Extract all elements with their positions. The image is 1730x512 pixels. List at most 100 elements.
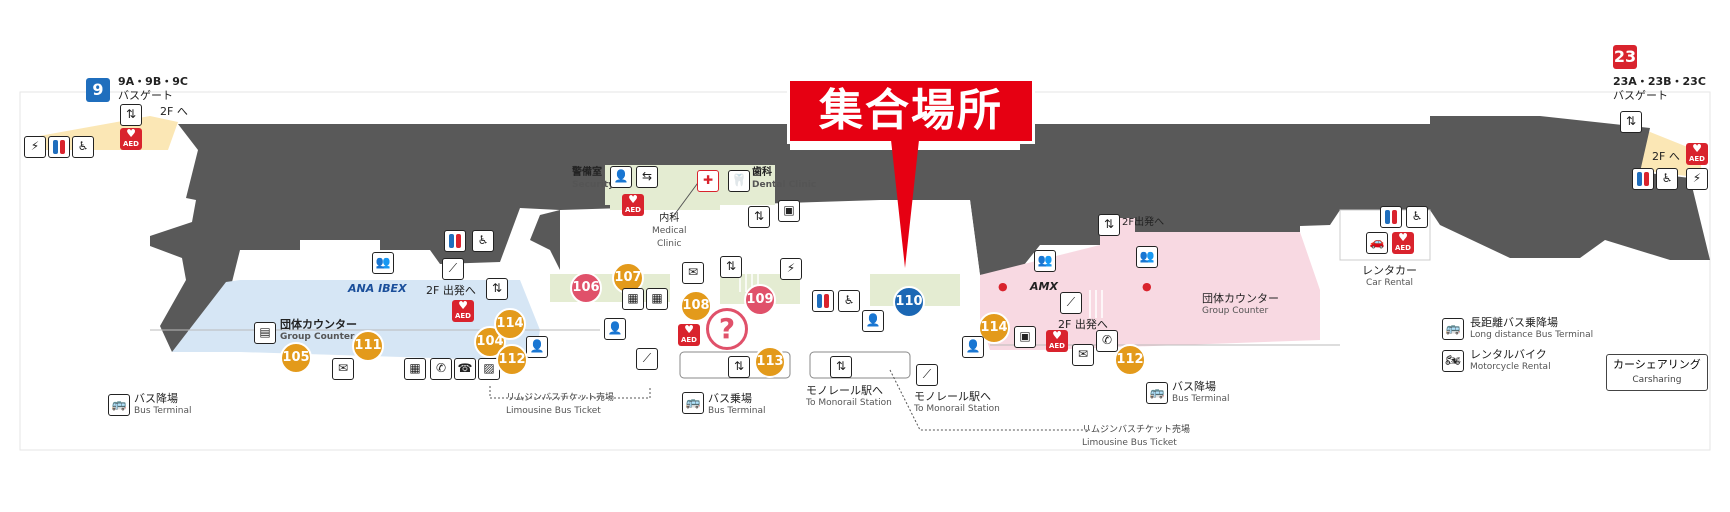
terminal-outline	[19, 91, 1711, 451]
mail-icon: ✉	[682, 262, 704, 284]
elevator-icon: ⇅	[1098, 214, 1120, 236]
leader-limousine-right	[889, 369, 1090, 431]
counter-112-left[interactable]: 112	[496, 344, 528, 376]
elevator-icon: ⇅	[728, 356, 750, 378]
help-desk-icon[interactable]: ?	[706, 308, 748, 350]
counter-114-left[interactable]: 114	[494, 308, 526, 340]
escalator-icon: ⟋	[442, 258, 464, 280]
aed-icon: ♥AED	[120, 128, 142, 150]
gate-23-badge: 23	[1613, 45, 1637, 69]
departure-2f-top: 2F出発へ	[1122, 217, 1165, 228]
elevator-icon: ⇅	[486, 278, 508, 300]
gate-9-gates: 9A・9B・9C	[118, 75, 188, 88]
escalator-icon: ⟋	[1060, 292, 1082, 314]
locker-icon: ▤	[254, 322, 276, 344]
escalator-icon: ⟋	[916, 364, 938, 386]
elevator-icon: ⇅	[720, 256, 742, 278]
atm-icon: ▣	[1014, 326, 1036, 348]
elevator-icon: ⇅	[120, 104, 142, 126]
accessible-icon: ♿	[472, 230, 494, 252]
gate-23-floor: 2F へ	[1652, 150, 1680, 163]
smoking-icon: ⚡	[1686, 168, 1708, 190]
restroom-icon	[444, 230, 466, 252]
information-icon: 👤	[604, 318, 626, 340]
jal-logo-right: ●	[1142, 280, 1152, 293]
counter-109[interactable]: 109	[744, 284, 776, 316]
restroom-icon	[48, 136, 70, 158]
restroom-icon	[1632, 168, 1654, 190]
car-rental-icon: 🚗	[1366, 232, 1388, 254]
phone-icon: ✆	[1096, 330, 1118, 352]
bus-icon: 🚌	[1442, 318, 1464, 340]
meeting-point-pointer	[891, 140, 919, 268]
smoking-icon: ⚡	[24, 136, 46, 158]
aed-icon: ♥AED	[1392, 232, 1414, 254]
gate-9-floor: 2F へ	[160, 105, 188, 118]
leader-medical	[671, 179, 701, 219]
aed-icon: ♥AED	[1686, 143, 1708, 165]
atm-icon: ▦	[646, 288, 668, 310]
accessible-icon: ♿	[72, 136, 94, 158]
information-icon: 👥	[372, 252, 394, 274]
first-aid-icon: ✚	[697, 170, 719, 192]
gate-9-badge: 9	[86, 78, 110, 102]
information-icon: 👤	[962, 336, 984, 358]
elevator-icon: ⇅	[748, 206, 770, 228]
information-icon: 👥	[1034, 250, 1056, 272]
atm-icon: ▦	[404, 358, 426, 380]
building-mass	[150, 116, 1710, 352]
gate-23-gates: 23A・23B・23C	[1613, 75, 1706, 88]
ana-logo: ANA IBEX	[348, 282, 407, 295]
counter-112-right[interactable]: 112	[1114, 344, 1146, 376]
restroom-icon	[812, 290, 834, 312]
restroom-icon	[1380, 206, 1402, 228]
atm-icon: ▦	[622, 288, 644, 310]
right-counter-zone	[980, 232, 1320, 350]
elevator-icon: ⇅	[1620, 111, 1642, 133]
aed-icon: ♥AED	[1046, 330, 1068, 352]
gate-23-label: バスゲート	[1613, 89, 1668, 102]
counter-108[interactable]: 108	[680, 290, 712, 322]
counter-106[interactable]: 106	[570, 272, 602, 304]
accessible-icon: ♿	[1656, 168, 1678, 190]
aed-icon: ♥AED	[452, 300, 474, 322]
counter-114-right[interactable]: 114	[978, 312, 1010, 344]
jal-logo: ●	[998, 280, 1008, 293]
gate-9-label: バスゲート	[118, 89, 173, 102]
bus-icon: 🚌	[682, 392, 704, 414]
smoking-icon: ⚡	[780, 258, 802, 280]
escalator-icon: ⟋	[636, 348, 658, 370]
amx-logo: AMX	[1030, 280, 1058, 293]
information-icon: 👤	[862, 310, 884, 332]
baggage-icon: ⇆	[636, 166, 658, 188]
gate-23-area	[1640, 128, 1702, 178]
departure-2f-left: 2F 出発へ	[426, 284, 476, 297]
meeting-point-label: 集合場所	[787, 78, 1035, 144]
information-icon: 👤	[526, 336, 548, 358]
counter-113[interactable]: 113	[754, 346, 786, 378]
bus-island-right	[809, 351, 911, 379]
counter-110[interactable]: 110	[893, 286, 925, 318]
aed-icon: ♥AED	[678, 324, 700, 346]
leader-limousine-left	[489, 386, 651, 399]
counter-105[interactable]: 105	[280, 342, 312, 374]
elevator-icon: ⇅	[830, 356, 852, 378]
counter-111[interactable]: 111	[352, 330, 384, 362]
information-icon: 👥	[1136, 246, 1158, 268]
accessible-icon: ♿	[838, 290, 860, 312]
phone-icon: ✆	[430, 358, 452, 380]
